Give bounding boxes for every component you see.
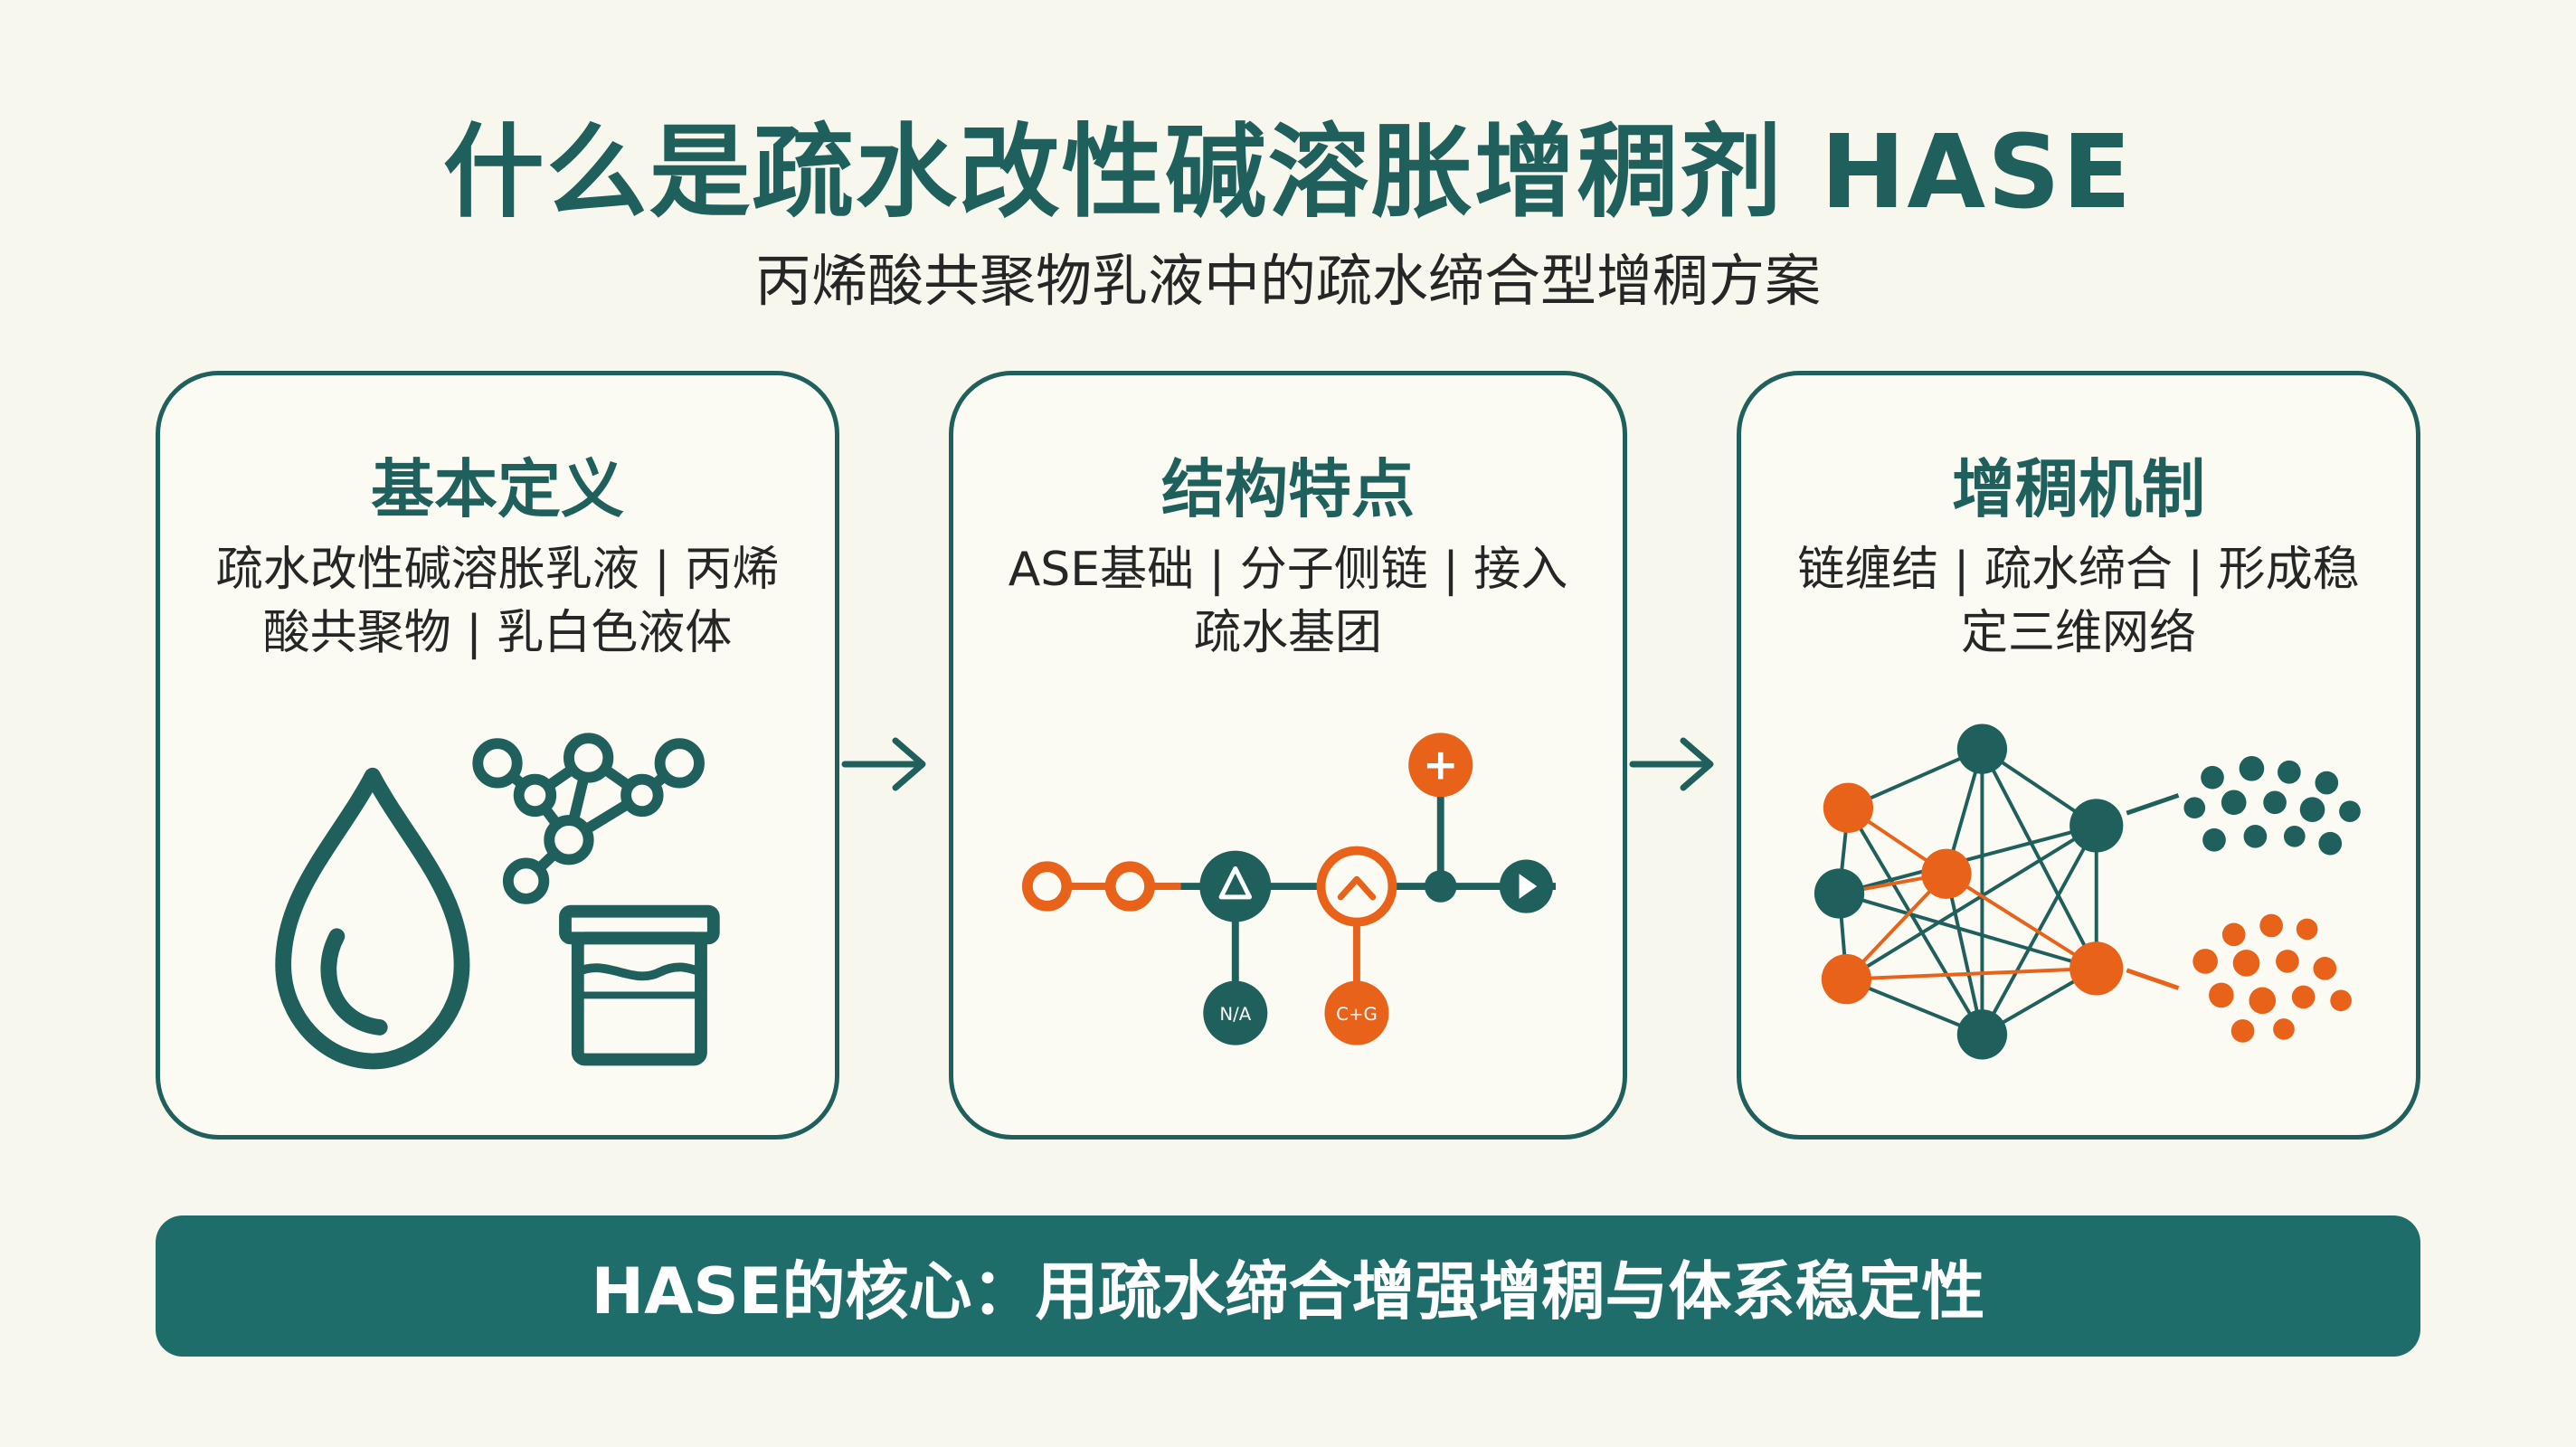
definition-illustration — [275, 733, 720, 1070]
card-description-line: 链缠结 | 疏水缔合 | 形成稳 — [1797, 543, 2360, 597]
chain-node — [1424, 870, 1457, 903]
hydrophilic-node: N/A — [1203, 980, 1268, 1045]
card-description-line: 酸共聚物 | 乳白色液体 — [262, 606, 733, 660]
network-edges — [1837, 747, 2180, 1036]
hydrophobic-node: C+G — [1324, 980, 1389, 1045]
hydrophobic-node-label: C+G — [1336, 1004, 1378, 1025]
play-node-icon — [1499, 859, 1554, 913]
card-description: ASE基础 | 分子侧链 | 接入 疏水基团 — [990, 538, 1586, 665]
card-thickening-mechanism: 增稠机制 链缠结 | 疏水缔合 | 形成稳 定三维网络 — [1737, 371, 2420, 1140]
summary-banner-text: HASE的核心：用疏水缔合增强增稠与体系稳定性 — [591, 1253, 1985, 1329]
card-description-line: ASE基础 | 分子侧链 | 接入 — [1008, 543, 1568, 597]
hydrophilic-node-label: N/A — [1219, 1004, 1251, 1025]
card-description-line: 定三维网络 — [1960, 606, 2196, 660]
card-description-line: 疏水基团 — [1193, 606, 1382, 660]
plus-node-icon: + — [1408, 733, 1473, 798]
page-subtitle: 丙烯酸共聚物乳液中的疏水缔合型增稠方案 — [754, 248, 1821, 314]
chevron-node-icon — [1316, 846, 1397, 927]
flow-arrow-icon — [1629, 737, 1714, 791]
triangle-node-icon — [1199, 850, 1272, 922]
chain-node — [1021, 861, 1155, 912]
network-illustration — [1814, 724, 2361, 1060]
card-title: 结构特点 — [1161, 452, 1415, 526]
card-description: 疏水改性碱溶胀乳液 | 丙烯 酸共聚物 | 乳白色液体 — [196, 538, 799, 665]
container-icon — [559, 904, 720, 1066]
water-drop-icon — [275, 767, 470, 1070]
network-nodes — [1814, 724, 2124, 1060]
molecule-icon — [472, 733, 705, 904]
hydrophobic-cluster — [2192, 913, 2352, 1043]
summary-banner: HASE的核心：用疏水缔合增强增稠与体系稳定性 — [156, 1215, 2420, 1357]
polymer-chain-illustration: + N/A C+G — [1021, 733, 1556, 1045]
card-title: 基本定义 — [371, 452, 624, 526]
card-description: 链缠结 | 疏水缔合 | 形成稳 定三维网络 — [1777, 538, 2380, 665]
card-description-line: 疏水改性碱溶胀乳液 | 丙烯 — [215, 543, 780, 597]
flow-arrow-icon — [841, 737, 926, 791]
plus-node-label: + — [1423, 741, 1459, 790]
hydrophilic-cluster — [2183, 755, 2361, 856]
card-title: 增稠机制 — [1952, 452, 2205, 526]
page-title: 什么是疏水改性碱溶胀增稠剂 HASE — [442, 114, 2134, 232]
card-structure-features: 结构特点 ASE基础 | 分子侧链 | 接入 疏水基团 — [949, 371, 1627, 1140]
card-basic-definition: 基本定义 疏水改性碱溶胀乳液 | 丙烯 酸共聚物 | 乳白色液体 — [156, 371, 839, 1140]
